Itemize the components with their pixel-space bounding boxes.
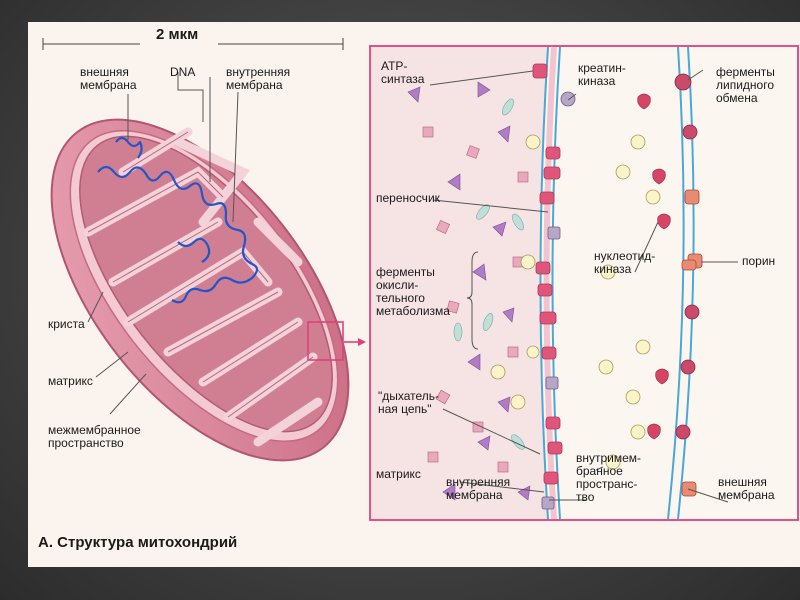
mitochondria-diagram <box>42 38 799 521</box>
figure-caption: А. Структура митохондрий <box>38 534 238 551</box>
matrix-molecules <box>407 81 541 501</box>
left-leader-lines <box>87 72 239 415</box>
label-oxidative-enzymes: ферменты окисли- тельного метаболизма <box>376 265 450 318</box>
label-lipid-enzymes: ферменты липидного обмена <box>716 65 775 105</box>
label-atp-synthase: АТР- синтаза <box>381 59 425 86</box>
label-inner-membrane-right: внутренняя мембрана <box>446 475 511 502</box>
outer-membrane-proteins <box>674 73 703 497</box>
label-matrix-right: матрикс <box>376 467 421 481</box>
dna-strand <box>97 136 259 304</box>
label-outer-membrane: внешняя мембрана <box>80 65 137 92</box>
slide: 2 мкм внешняя мембрана DNA внутренняя ме… <box>28 22 800 567</box>
scale-bar <box>42 38 344 50</box>
label-creatine-kinase: креатин- киназа <box>578 61 626 88</box>
label-intermembrane-space: межмембранное пространство <box>48 423 141 450</box>
scale-label: 2 мкм <box>156 26 199 43</box>
zoom-box <box>307 321 344 361</box>
label-carrier: переносчик <box>376 191 440 205</box>
label-nucleotide-kinase: нуклеотид- киназа <box>594 249 656 276</box>
label-intermembrane-space-right: внутримем- бранное пространс- тво <box>576 451 642 504</box>
label-crista: криста <box>48 317 85 331</box>
label-dna: DNA <box>170 65 196 79</box>
intermembrane-molecules <box>598 93 671 470</box>
label-inner-membrane: внутренняя мембрана <box>226 65 291 92</box>
label-matrix: матрикс <box>48 374 93 388</box>
label-porin: порин <box>742 254 776 268</box>
label-outer-membrane-right: внешняя мембрана <box>718 475 775 502</box>
label-respiratory-chain: "дыхатель- ная цепь" <box>378 389 440 416</box>
mitochondrion <box>50 118 350 462</box>
inner-membrane-proteins <box>532 63 563 485</box>
right-leader-lines <box>429 69 738 503</box>
